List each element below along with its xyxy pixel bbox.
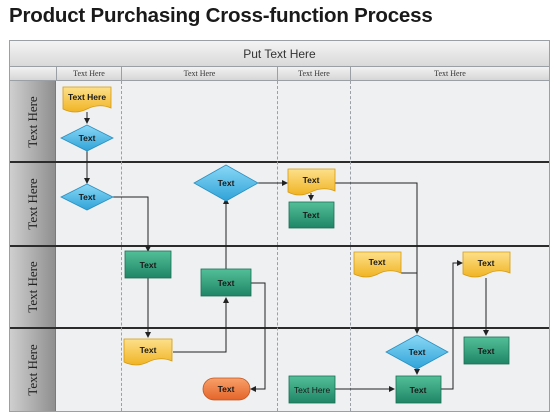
- decision-shape: Text: [385, 334, 449, 370]
- process-shape: Text: [463, 336, 510, 365]
- connector: [241, 282, 266, 392]
- document-shape: Text: [462, 251, 511, 278]
- process-shape-label: Text: [140, 260, 157, 270]
- process-shape: Text: [395, 375, 442, 404]
- lane-label-2: Text Here: [10, 163, 56, 245]
- document-shape-label: Text: [369, 257, 386, 267]
- process-shape: Text: [200, 268, 252, 297]
- lane-divider: [10, 161, 549, 163]
- process-shape-label: Text: [303, 210, 320, 220]
- document-shape: Text Here: [62, 86, 112, 113]
- column-header-1: Text Here: [56, 67, 121, 80]
- process-shape-label: Text: [478, 346, 495, 356]
- process-shape-label: Text: [410, 385, 427, 395]
- decision-shape: Text: [60, 183, 114, 211]
- column-separator: [350, 81, 351, 411]
- process-shape: Text: [124, 250, 172, 279]
- lane-1: Text Here: [10, 81, 549, 162]
- document-shape-label: Text: [303, 175, 320, 185]
- connector: [335, 182, 420, 334]
- diagram-header: Put Text Here: [10, 41, 549, 67]
- lane-4: Text Here: [10, 329, 549, 411]
- column-header-3: Text Here: [277, 67, 350, 80]
- connectors: [84, 112, 489, 392]
- decision-shape-label: Text: [79, 133, 96, 143]
- column-separator: [121, 81, 122, 411]
- decision-shape: Text: [193, 164, 259, 202]
- document-shape: Text: [287, 168, 336, 196]
- connector: [113, 196, 151, 252]
- decision-shape-label: Text: [409, 347, 426, 357]
- document-shape: Text: [353, 251, 402, 278]
- terminator-shape: Text: [202, 377, 251, 401]
- connector: [441, 260, 463, 390]
- process-shape: Text: [288, 201, 335, 229]
- process-shape-label: Text Here: [294, 385, 331, 395]
- document-shape-label: Text: [478, 258, 495, 268]
- column-header-2: Text Here: [121, 67, 277, 80]
- diagram-header-label: Put Text Here: [243, 46, 316, 61]
- decision-shape-label: Text: [218, 178, 235, 188]
- swimlane-diagram: Put Text Here Text Here Text Here Text H…: [9, 40, 550, 412]
- column-headers: Text Here Text Here Text Here Text Here: [10, 67, 549, 81]
- flow-shapes: Text Here Text Text Text Text Text Text: [60, 86, 511, 404]
- lane-3: Text Here: [10, 247, 549, 327]
- terminator-shape-label: Text: [218, 384, 235, 394]
- column-header-4: Text Here: [350, 67, 549, 80]
- process-shape: Text Here: [288, 375, 336, 404]
- lane-2: Text Here: [10, 163, 549, 245]
- document-shape-label: Text: [140, 345, 157, 355]
- document-shape-label: Text Here: [68, 92, 106, 102]
- process-shape-label: Text: [218, 278, 235, 288]
- decision-shape-label: Text: [79, 192, 96, 202]
- lane-divider: [10, 327, 549, 329]
- lane-label-1: Text Here: [10, 81, 56, 162]
- column-separator: [277, 81, 278, 411]
- page-title: Product Purchasing Cross-function Proces…: [9, 4, 433, 27]
- connector: [173, 297, 229, 353]
- lane-divider: [10, 245, 549, 247]
- lane-label-4: Text Here: [10, 329, 56, 411]
- decision-shape: Text: [60, 124, 114, 152]
- document-shape: Text: [123, 338, 173, 366]
- lane-label-3: Text Here: [10, 247, 56, 327]
